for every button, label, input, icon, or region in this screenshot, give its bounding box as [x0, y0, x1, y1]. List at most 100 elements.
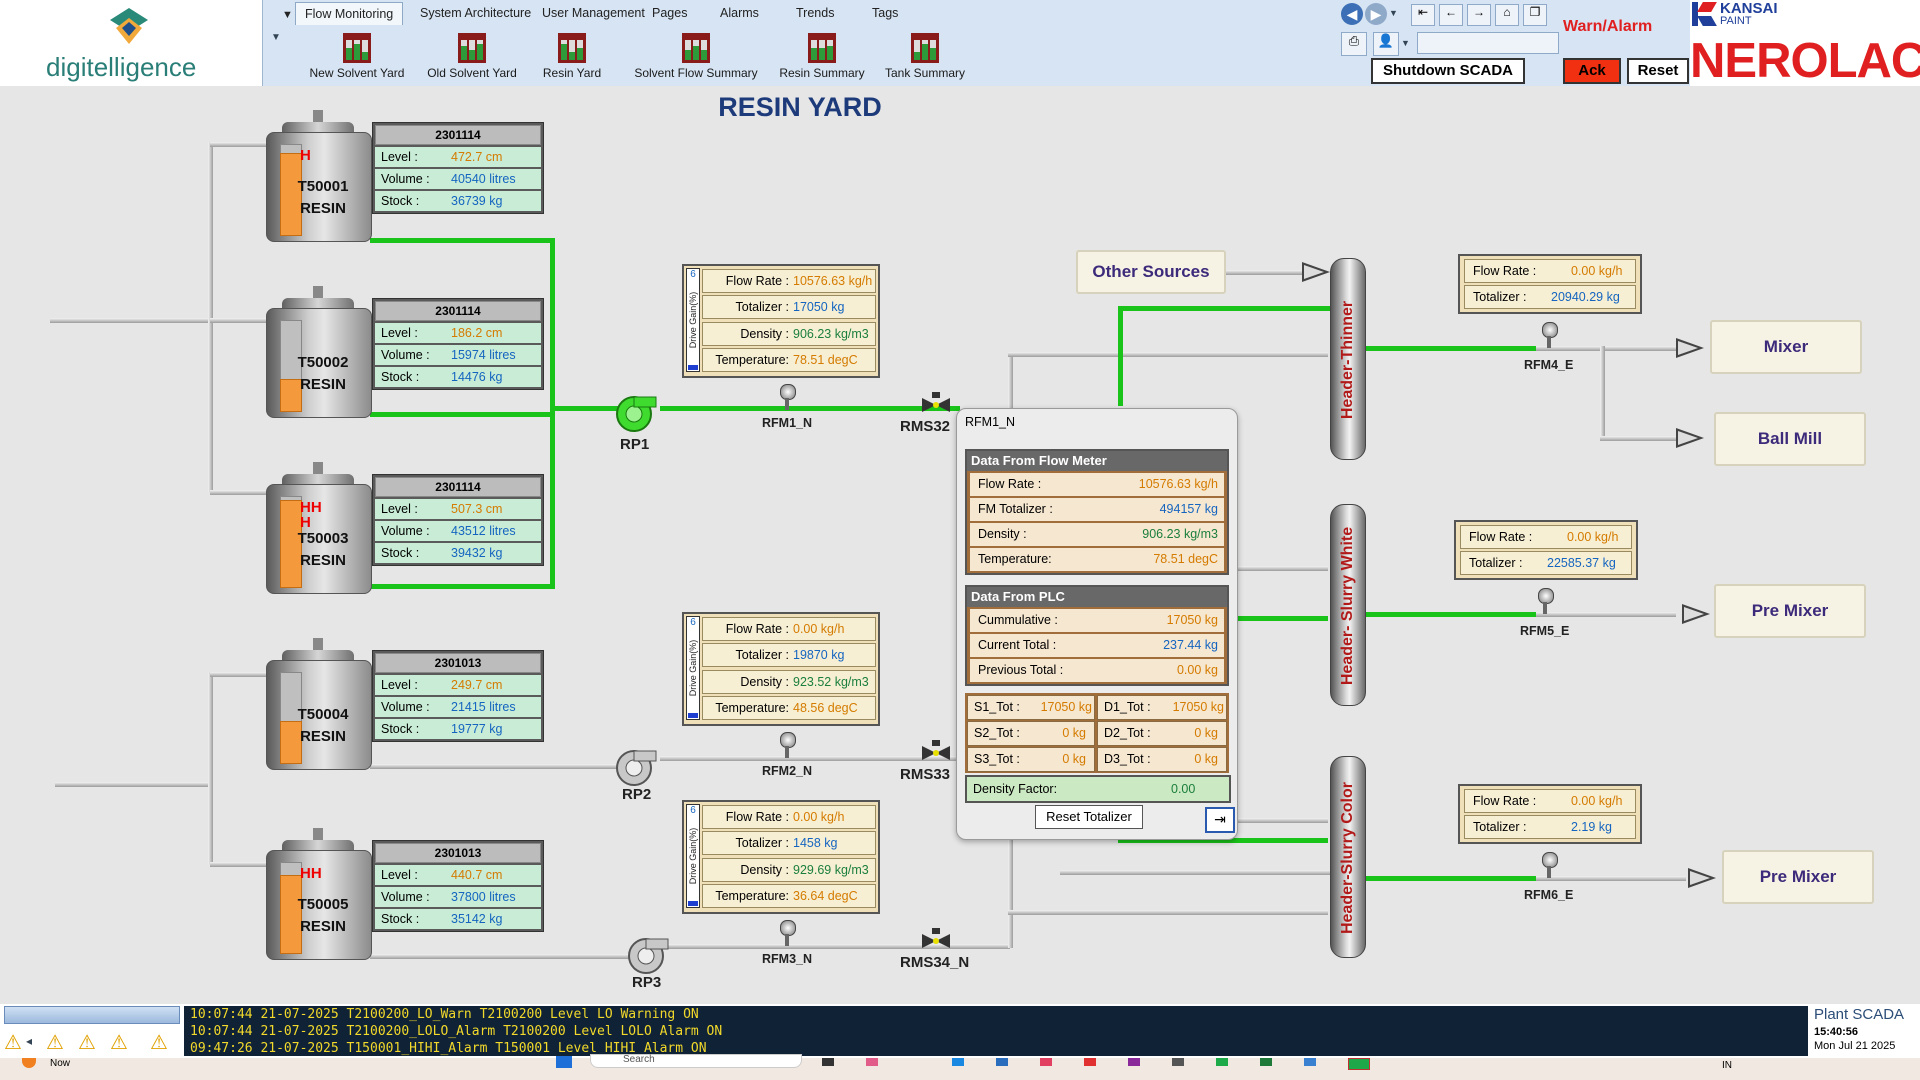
taskbar-app-icon[interactable] — [1172, 1058, 1184, 1066]
taskbar-app-icon[interactable] — [1084, 1058, 1096, 1066]
tank-t50003[interactable]: HH H T50003 RESIN — [266, 462, 372, 594]
old-solvent-yard-button[interactable]: Old Solvent Yard — [413, 30, 531, 82]
taskbar-app-icon[interactable] — [952, 1058, 964, 1066]
tank-t50004[interactable]: T50004 RESIN — [266, 638, 372, 770]
active-pipe — [1366, 612, 1536, 617]
totalizer-label: Totalizer : — [1473, 290, 1527, 304]
ribbon-collapse-icon[interactable]: ▼ — [271, 32, 281, 43]
taskbar-search[interactable]: Search — [590, 1054, 802, 1068]
taskbar-app-icon[interactable] — [996, 1058, 1008, 1066]
reset-button[interactable]: Reset — [1627, 58, 1689, 84]
pump-rp1-icon[interactable] — [612, 394, 658, 434]
command-input[interactable] — [1417, 32, 1559, 54]
start-icon[interactable] — [556, 1056, 572, 1068]
flowmeter-rfm1-label: RFM1_N — [762, 416, 813, 430]
destination-pre-mixer-2[interactable]: Pre Mixer — [1722, 850, 1874, 904]
resin-yard-button[interactable]: Resin Yard — [513, 30, 631, 82]
alarm-history-icon[interactable]: ⚠ — [110, 1032, 128, 1054]
tab-tags[interactable]: Tags — [872, 6, 899, 20]
tank-t50005[interactable]: HH T50005 RESIN — [266, 828, 372, 960]
flowmeter-rfm4-icon[interactable] — [1542, 322, 1558, 348]
alarm-summary-icon[interactable]: ⚠ — [150, 1032, 168, 1054]
next-page-icon[interactable]: → — [1467, 4, 1491, 26]
forward-icon[interactable]: ▶ — [1365, 3, 1387, 25]
active-alarm-list[interactable]: 10:07:44 21-07-2025 T2100200_LO_Warn T21… — [184, 1006, 1808, 1056]
flowmeter-rfm2-icon[interactable] — [780, 732, 796, 758]
pipe — [1600, 436, 1676, 441]
alarm-row[interactable]: 10:07:44 21-07-2025 T2100200_LO_Warn T21… — [190, 1007, 699, 1022]
active-pipe — [370, 584, 552, 589]
login-dropdown-icon[interactable]: ▼ — [1401, 38, 1410, 48]
plc-data-header: Data From PLC — [967, 587, 1227, 607]
user-login-icon[interactable]: 👤 — [1373, 32, 1399, 56]
tab-user-management[interactable]: User Management — [542, 6, 645, 20]
alarm-list-icon[interactable]: ⚠ — [46, 1032, 64, 1054]
destination-ball-mill[interactable]: Ball Mill — [1714, 412, 1866, 466]
destination-mixer[interactable]: Mixer — [1710, 320, 1862, 374]
warning-icon[interactable]: ⚠ — [4, 1032, 22, 1054]
tab-system-architecture[interactable]: System Architecture — [420, 6, 532, 20]
header-slurry-white[interactable]: Header- Slurry White — [1330, 504, 1366, 706]
taskbar-app-icon[interactable] — [1040, 1058, 1052, 1066]
alarm-scroll-bar[interactable] — [4, 1006, 180, 1024]
alarm-ack-icon[interactable]: ⚠ — [78, 1032, 96, 1054]
pump-rp2-icon[interactable] — [612, 748, 658, 788]
flowmeter-rfm6-icon[interactable] — [1542, 852, 1558, 878]
history-dropdown-icon[interactable]: ▼ — [1389, 8, 1398, 18]
tank-summary-button[interactable]: Tank Summary — [866, 30, 984, 82]
home-icon[interactable]: ⌂ — [1495, 4, 1519, 26]
flowmeter-panel-rfm3[interactable]: 6 Drive Gain(%) Flow Rate :0.00 kg/h Tot… — [682, 800, 880, 914]
rfm1-detail-popup[interactable]: RFM1_N Data From Flow Meter Flow Rate :1… — [956, 408, 1238, 840]
shutdown-scada-button[interactable]: Shutdown SCADA — [1371, 58, 1525, 84]
tab-pages[interactable]: Pages — [652, 6, 688, 20]
flowmeter-rfm1-icon[interactable] — [780, 384, 796, 410]
first-page-icon[interactable]: ⇤ — [1411, 4, 1435, 26]
active-pipe — [370, 412, 552, 417]
tab-trends[interactable]: Trends — [796, 6, 835, 20]
other-sources-box[interactable]: Other Sources — [1076, 250, 1226, 294]
flowmeter-panel-rfm1[interactable]: 6 Drive Gain(%) Flow Rate :10576.63 kg/h… — [682, 264, 880, 378]
close-popup-icon[interactable]: ⇥ — [1205, 807, 1235, 833]
taskbar-app-icon[interactable] — [1348, 1058, 1370, 1070]
taskbar-app-icon[interactable] — [1260, 1058, 1272, 1066]
drive-gain-gauge: 6 Drive Gain(%) — [686, 804, 700, 908]
taskbar-app-icon[interactable] — [866, 1058, 878, 1066]
header-slurry-color[interactable]: Header-Slurry Color — [1330, 756, 1366, 958]
tank-t50001[interactable]: H T50001 RESIN — [266, 110, 372, 242]
back-icon[interactable]: ◀ — [1341, 3, 1363, 25]
pipe — [210, 142, 268, 147]
flowmeter-rfm5-icon[interactable] — [1538, 588, 1554, 614]
taskbar-app-icon[interactable] — [1304, 1058, 1316, 1066]
alarm-row[interactable]: 10:07:44 21-07-2025 T2100200_LOLO_Alarm … — [190, 1024, 723, 1039]
resin-summary-button[interactable]: Resin Summary — [763, 30, 881, 82]
prev-page-icon[interactable]: ← — [1439, 4, 1463, 26]
ribbon-menu-arrow[interactable]: ▼ — [282, 9, 293, 21]
tank-t50002[interactable]: T50002 RESIN — [266, 286, 372, 418]
valve-rms33-icon[interactable] — [922, 740, 950, 764]
digitelligence-logo: digitelligence — [0, 0, 262, 86]
scroll-left-icon[interactable]: ◂ — [26, 1034, 33, 1048]
taskbar-app-icon[interactable] — [1216, 1058, 1228, 1066]
header-thinner[interactable]: Header-Thinner — [1330, 258, 1366, 460]
solvent-flow-summary-button[interactable]: Solvent Flow Summary — [621, 30, 771, 82]
weather-icon[interactable] — [22, 1058, 36, 1068]
tot-label: S2_Tot : — [974, 726, 1020, 740]
tab-alarms[interactable]: Alarms — [720, 6, 759, 20]
destination-pre-mixer-1[interactable]: Pre Mixer — [1714, 584, 1866, 638]
reset-totalizer-button[interactable]: Reset Totalizer — [1035, 805, 1143, 829]
print-icon[interactable]: ⎙ — [1341, 32, 1367, 56]
windows-icon[interactable]: ❐ — [1523, 4, 1547, 26]
valve-rms34-icon[interactable] — [922, 928, 950, 952]
valve-rms32-icon[interactable] — [922, 392, 950, 416]
pump-rp3-icon[interactable] — [624, 936, 670, 976]
ack-button[interactable]: Ack — [1563, 58, 1621, 84]
taskbar-app-icon[interactable] — [822, 1058, 834, 1066]
tab-flow-monitoring[interactable]: Flow Monitoring — [295, 2, 404, 25]
alarm-row[interactable]: 09:47:26 21-07-2025 T150001_HIHI_Alarm T… — [190, 1041, 707, 1056]
totalizer-value: 17050 kg — [793, 300, 845, 314]
flowmeter-rfm3-icon[interactable] — [780, 920, 796, 946]
taskbar-app-icon[interactable] — [1128, 1058, 1140, 1066]
new-solvent-yard-button[interactable]: New Solvent Yard — [298, 30, 416, 82]
flowmeter-panel-rfm2[interactable]: 6 Drive Gain(%) Flow Rate :0.00 kg/h Tot… — [682, 612, 880, 726]
language-indicator[interactable]: IN — [1722, 1060, 1732, 1071]
